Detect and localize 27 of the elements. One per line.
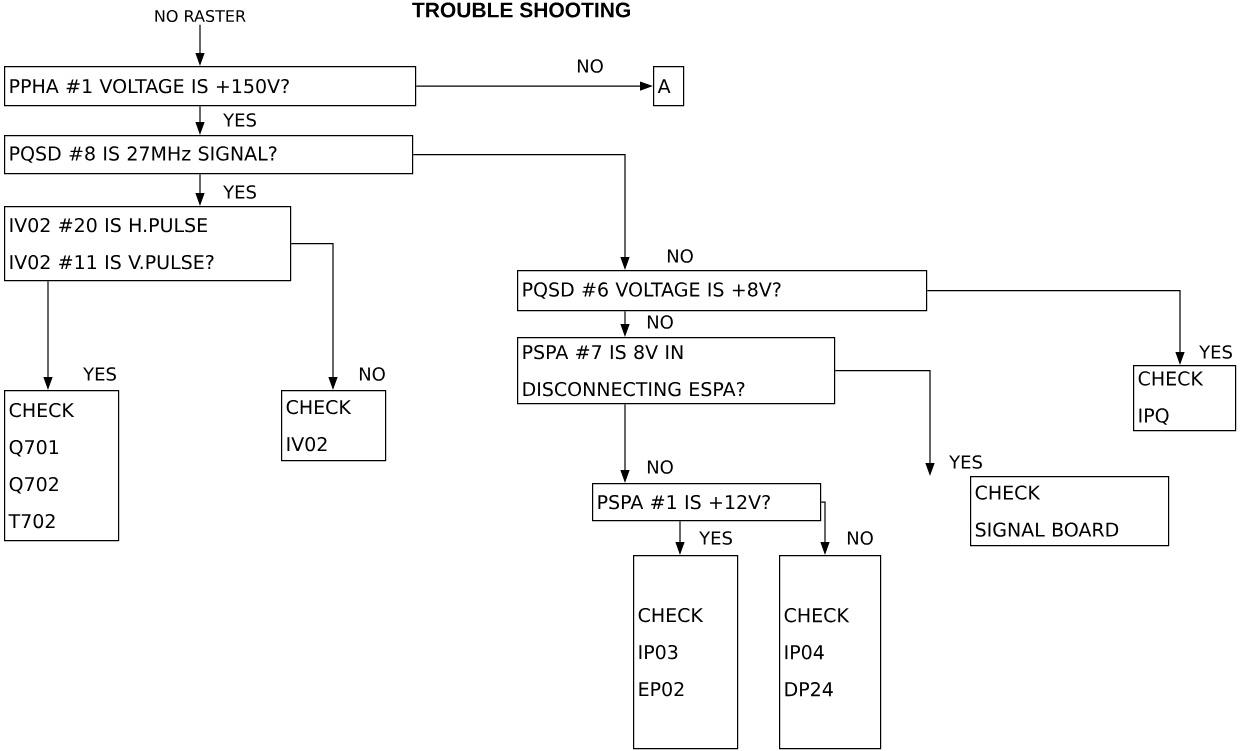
edge-label: NO (645, 314, 675, 330)
process-box: CHECK IP03 EP02 (633, 555, 739, 750)
edge-label: NO (645, 459, 675, 475)
edge-label: YES (222, 184, 258, 200)
process-box: A (653, 66, 685, 107)
start-label: NO RASTER (155, 9, 246, 23)
title: TROUBLE SHOOTING (412, 2, 630, 18)
process-box: PPHA #1 VOLTAGE IS +150V? (4, 66, 417, 107)
edge-label: NO (575, 58, 605, 74)
edge-label: NO (357, 366, 387, 382)
process-box: PQSD #8 IS 27MHz SIGNAL? (4, 135, 414, 175)
process-box: CHECK IP04 DP24 (779, 555, 882, 750)
process-box: CHECK SIGNAL BOARD (970, 476, 1170, 547)
process-box: CHECK IPQ (1133, 365, 1237, 432)
edge-label: NO (845, 530, 875, 546)
edge-label: YES (698, 530, 734, 546)
edge-label: YES (222, 112, 258, 128)
edge-label: NO (665, 248, 695, 264)
process-box: PQSD #6 VOLTAGE IS +8V? (517, 270, 928, 312)
process-box: CHECK IV02 (281, 390, 387, 462)
edge-label: YES (1198, 344, 1234, 360)
process-box: PSPA #7 IS 8V IN DISCONNECTING ESPA? (517, 337, 836, 405)
process-box: IV02 #20 IS H.PULSE IV02 #11 IS V.PULSE? (4, 206, 292, 282)
process-box: PSPA #1 IS +12V? (592, 483, 822, 522)
edge-label: YES (82, 366, 118, 382)
process-box: CHECK Q701 Q702 T702 (4, 390, 120, 542)
edge-label: YES (948, 454, 984, 470)
